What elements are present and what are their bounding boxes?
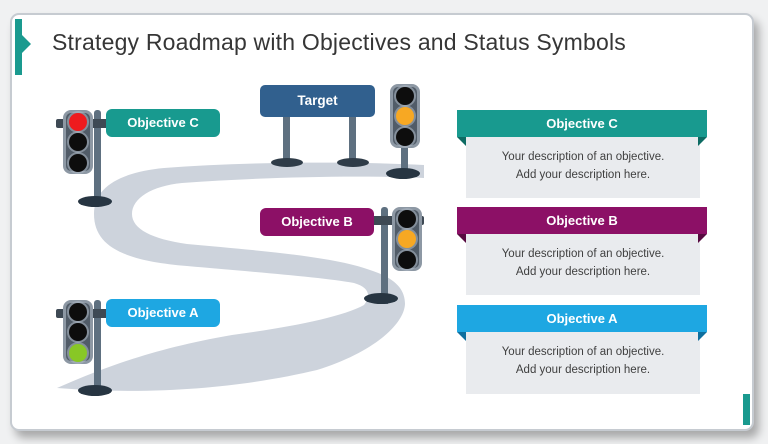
off-light-icon bbox=[398, 250, 416, 269]
traffic-light-target bbox=[390, 84, 420, 148]
off-light-icon bbox=[396, 86, 414, 105]
sign-objective-a: Objective A bbox=[106, 299, 220, 327]
traffic-light-c-base bbox=[78, 196, 112, 207]
target-sign-left-leg bbox=[283, 115, 290, 163]
card-objective-a-header: Objective A bbox=[457, 305, 707, 332]
slide: Strategy Roadmap with Objectives and Sta… bbox=[10, 13, 754, 431]
card-objective-a-desc-line2: Add your description here. bbox=[515, 363, 651, 376]
target-sign-left-foot bbox=[271, 158, 303, 167]
off-light-icon bbox=[69, 153, 87, 172]
card-objective-c-desc-line2: Add your description here. bbox=[515, 168, 651, 181]
traffic-light-b-pole bbox=[381, 207, 388, 304]
traffic-light-a bbox=[63, 300, 93, 364]
amber-light-icon bbox=[396, 107, 414, 125]
card-objective-c-body: Your description of an objective. Add yo… bbox=[466, 137, 700, 198]
target-sign-right-leg bbox=[349, 115, 356, 163]
sign-objective-c: Objective C bbox=[106, 109, 220, 137]
card-objective-c-desc-line1: Your description of an objective. bbox=[501, 151, 665, 163]
card-objective-a-fold-left bbox=[457, 332, 466, 341]
traffic-light-b-base bbox=[364, 293, 398, 304]
traffic-light-b bbox=[392, 207, 422, 271]
sign-objective-b: Objective B bbox=[260, 208, 374, 236]
road-path bbox=[57, 162, 424, 391]
traffic-light-target-pole bbox=[401, 145, 408, 175]
accent-bar-bottom-right bbox=[743, 394, 750, 425]
card-objective-c-fold-left bbox=[457, 137, 466, 146]
target-sign-right-foot bbox=[337, 158, 369, 167]
amber-light-icon bbox=[398, 230, 416, 248]
sign-target: Target bbox=[260, 85, 375, 117]
traffic-light-a-base bbox=[78, 385, 112, 396]
traffic-light-c bbox=[63, 110, 93, 174]
card-objective-b-fold-right bbox=[698, 234, 707, 243]
off-light-icon bbox=[398, 209, 416, 228]
card-objective-a-fold-right bbox=[698, 332, 707, 341]
card-objective-a-desc-line1: Your description of an objective. bbox=[501, 346, 665, 358]
card-objective-c-fold-right bbox=[698, 137, 707, 146]
slide-content: Strategy Roadmap with Objectives and Sta… bbox=[12, 15, 752, 429]
page-title: Strategy Roadmap with Objectives and Sta… bbox=[52, 29, 626, 55]
off-light-icon bbox=[69, 323, 87, 341]
traffic-light-c-pole bbox=[94, 110, 101, 202]
roadmap-road bbox=[57, 162, 424, 391]
green-light-icon bbox=[69, 343, 87, 362]
off-light-icon bbox=[69, 302, 87, 321]
off-light-icon bbox=[396, 127, 414, 146]
card-objective-b-body: Your description of an objective. Add yo… bbox=[466, 234, 700, 295]
off-light-icon bbox=[69, 133, 87, 151]
card-objective-b-fold-left bbox=[457, 234, 466, 243]
card-objective-b-desc-line2: Add your description here. bbox=[515, 265, 651, 278]
traffic-light-target-base bbox=[386, 168, 420, 179]
accent-arrow-icon bbox=[22, 35, 31, 53]
card-objective-b-desc-line1: Your description of an objective. bbox=[501, 248, 665, 260]
accent-bar-top-left bbox=[15, 19, 22, 75]
traffic-light-a-pole bbox=[94, 300, 101, 392]
card-objective-a-body: Your description of an objective. Add yo… bbox=[466, 332, 700, 394]
card-objective-c-header: Objective C bbox=[457, 110, 707, 137]
card-objective-b-header: Objective B bbox=[457, 207, 707, 234]
red-light-icon bbox=[69, 112, 87, 131]
